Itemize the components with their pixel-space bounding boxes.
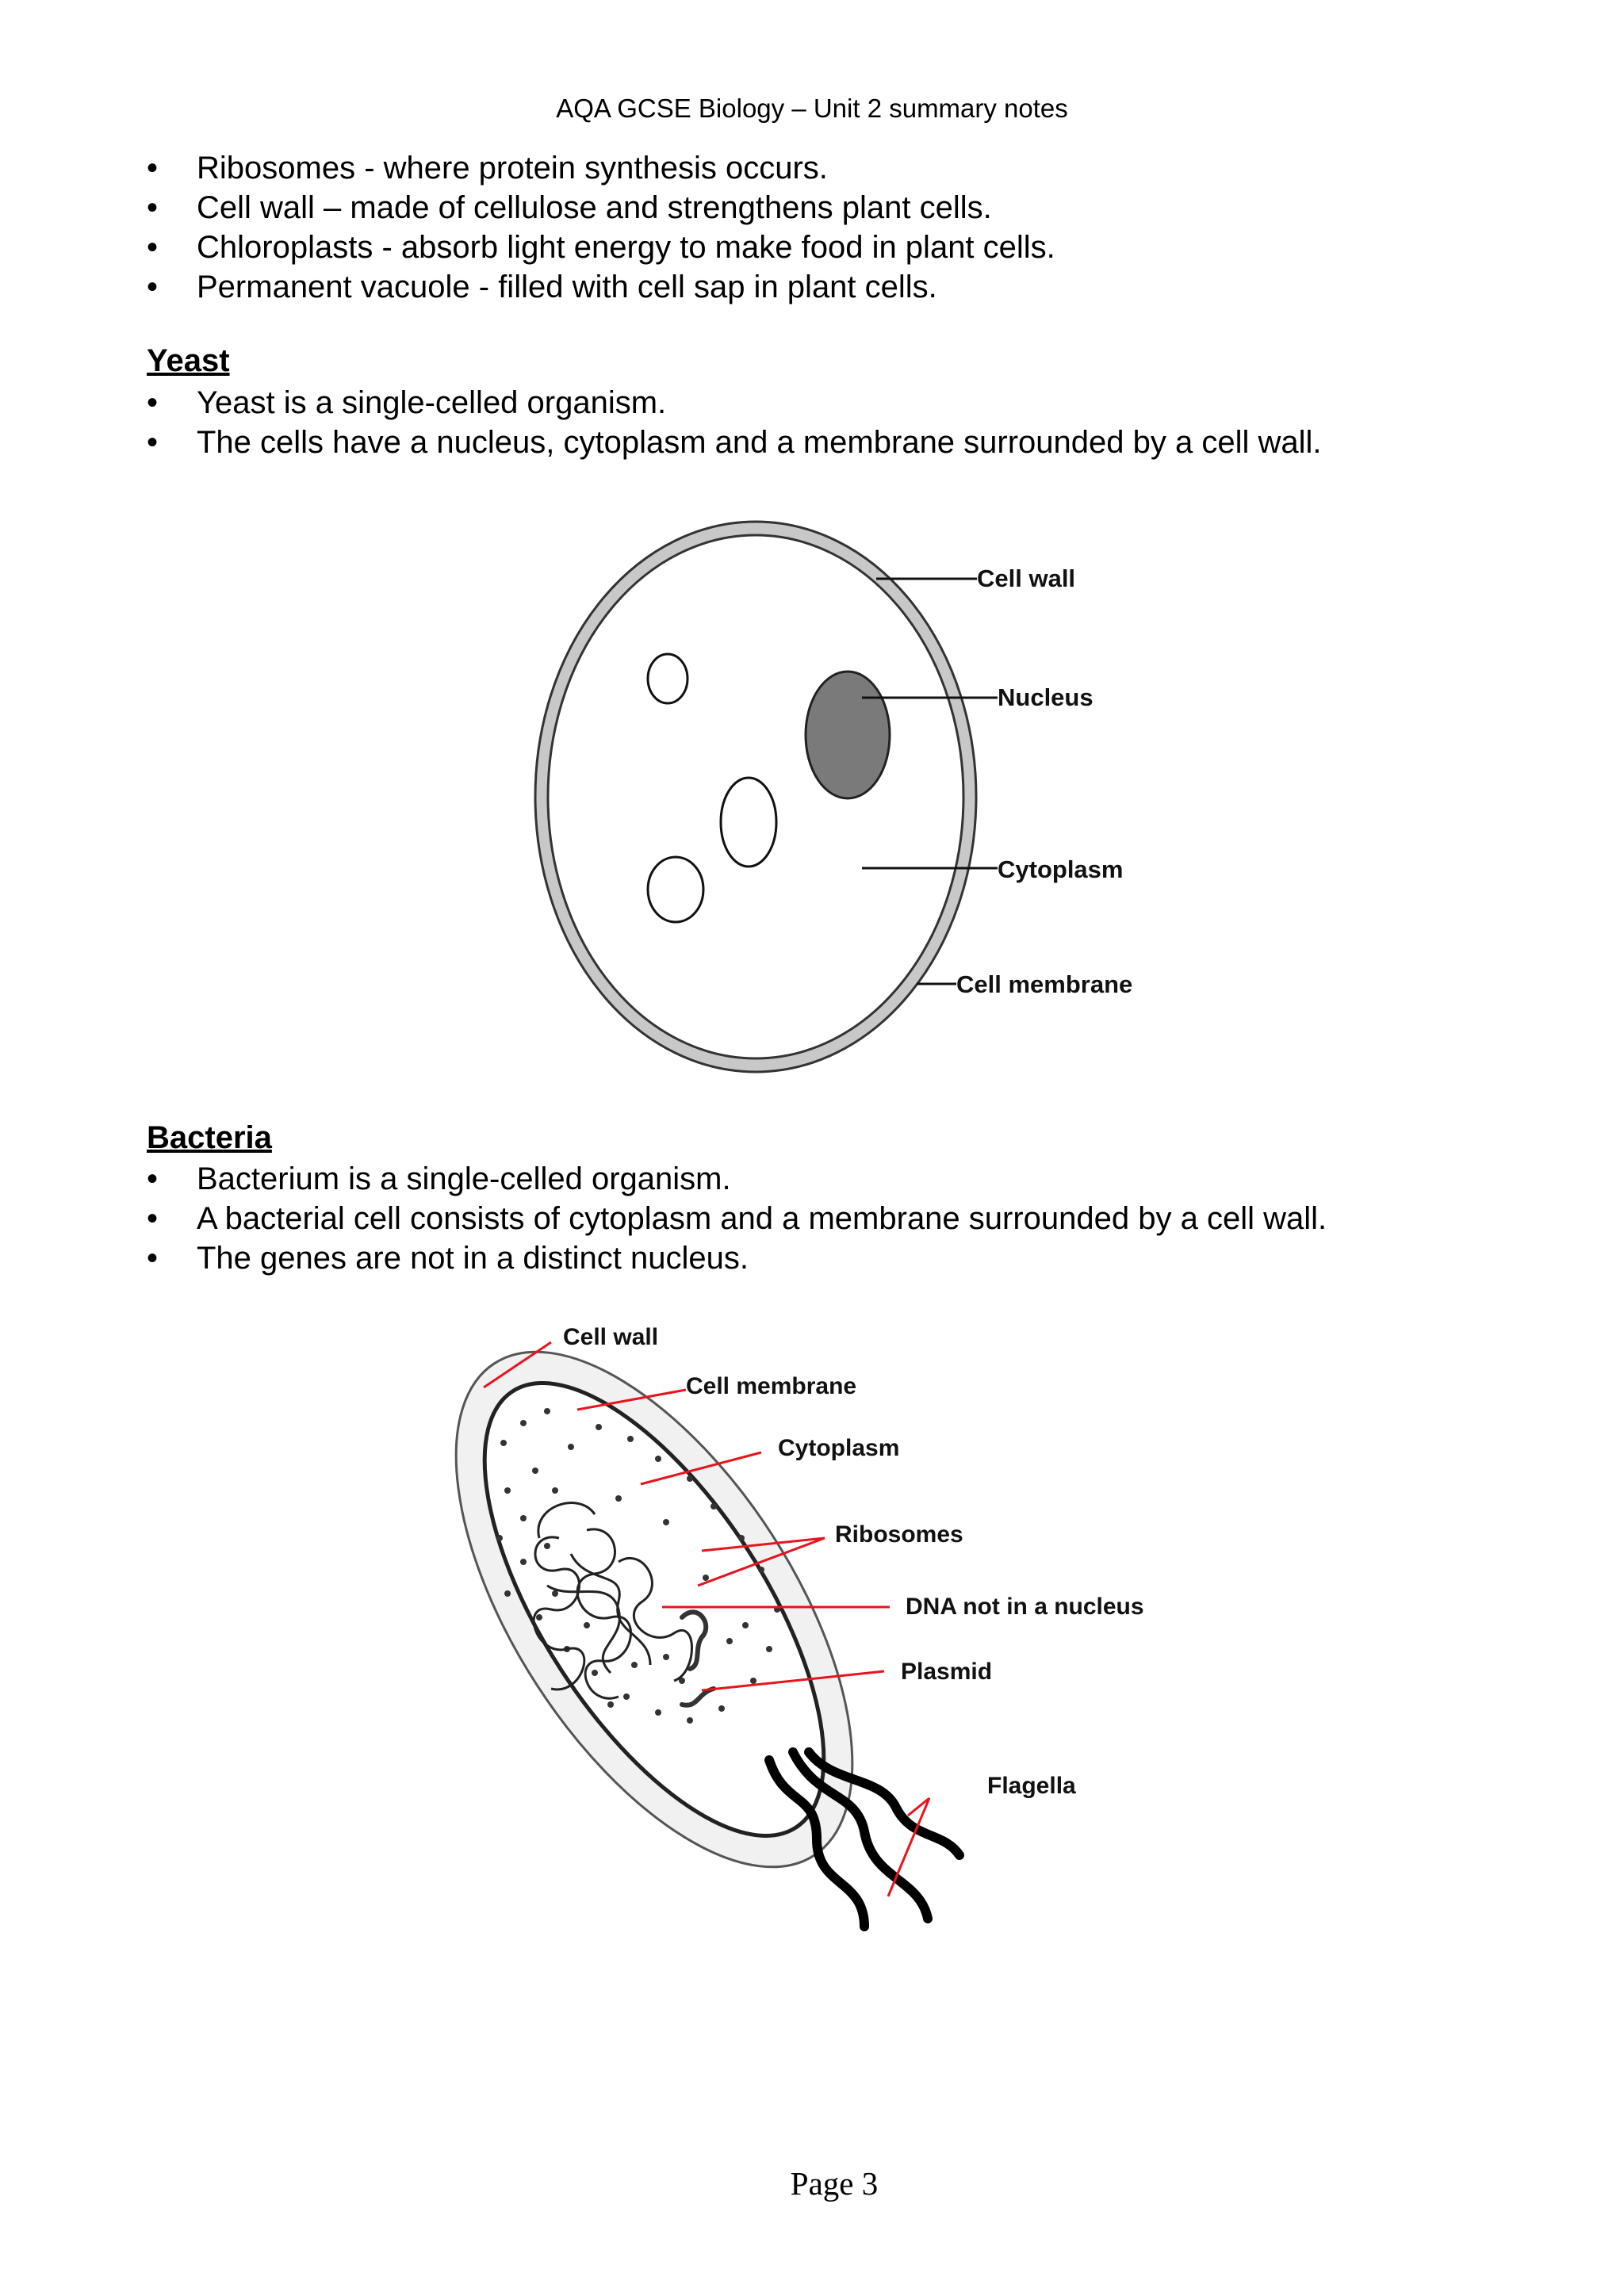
ribosome-dot [568, 1444, 574, 1450]
label-cytoplasm: Cytoplasm [778, 1435, 899, 1461]
yeast-vacuole [648, 857, 703, 922]
ribosome-dot [520, 1559, 527, 1565]
label-cytoplasm: Cytoplasm [998, 855, 1123, 883]
ribosome-dot [687, 1475, 693, 1482]
ribosome-dot [496, 1535, 503, 1541]
ribosome-dot [687, 1717, 693, 1724]
ribosome-dot [544, 1543, 550, 1549]
label-plasmid: Plasmid [901, 1659, 992, 1685]
ribosome-dot [703, 1575, 709, 1581]
label-cell-membrane: Cell membrane [956, 970, 1132, 998]
page-header: AQA GCSE Biology – Unit 2 summary notes [0, 94, 1624, 124]
yeast-vacuole [648, 654, 688, 703]
ribosome-dot [655, 1709, 661, 1716]
ribosome-dot [584, 1622, 590, 1628]
ribosome-dot [552, 1487, 558, 1494]
label-cell-membrane: Cell membrane [686, 1373, 856, 1399]
list-item: Yeast is a single-celled organism. [147, 383, 1322, 423]
yeast-heading: Yeast [147, 343, 230, 379]
ribosome-dot [607, 1701, 614, 1708]
ribosome-dot [536, 1614, 542, 1621]
ribosome-dot [592, 1670, 598, 1676]
label-cell-wall: Cell wall [563, 1324, 658, 1350]
label-flagella: Flagella [987, 1773, 1076, 1799]
list-item: Chloroplasts - absorb light energy to ma… [147, 228, 1055, 267]
list-item: Cell wall – made of cellulose and streng… [147, 188, 1055, 228]
label-nucleus: Nucleus [998, 683, 1094, 711]
ribosome-dot [500, 1440, 507, 1446]
ribosome-dot [520, 1420, 527, 1426]
label-ribosomes: Ribosomes [835, 1521, 963, 1548]
ribosome-dot [758, 1567, 764, 1573]
ribosome-dot [532, 1468, 538, 1474]
bacteria-bullet-list: Bacterium is a single-celled organism. A… [147, 1159, 1327, 1278]
ribosome-dot [738, 1535, 745, 1541]
bacterium-body [428, 1308, 931, 1931]
yeast-nucleus [806, 672, 890, 798]
ribosome-dot [631, 1662, 638, 1668]
ribosome-dot [766, 1646, 772, 1652]
ribosome-dot [655, 1456, 661, 1462]
list-item: The genes are not in a distinct nucleus. [147, 1238, 1327, 1278]
list-item: Permanent vacuole - filled with cell sap… [147, 267, 1055, 307]
label-cell-wall: Cell wall [977, 564, 1075, 592]
ribosome-dot [627, 1436, 634, 1442]
page-number: Page 3 [0, 2164, 1624, 2202]
ribosome-dot [742, 1622, 749, 1628]
label-dna: DNA not in a nucleus [906, 1594, 1144, 1620]
yeast-bullet-list: Yeast is a single-celled organism. The c… [147, 383, 1322, 462]
ribosome-dot [552, 1590, 558, 1597]
ribosome-dot [520, 1515, 527, 1521]
list-item: The cells have a nucleus, cytoplasm and … [147, 423, 1322, 462]
yeast-cell-diagram: Cell wall Nucleus Cytoplasm Cell membran… [508, 507, 1174, 1086]
ribosome-dot [750, 1678, 756, 1684]
yeast-vacuole [721, 778, 776, 867]
ribosome-dot [623, 1693, 630, 1700]
list-item: Ribosomes - where protein synthesis occu… [147, 148, 1055, 188]
list-item: A bacterial cell consists of cytoplasm a… [147, 1199, 1327, 1238]
ribosome-dot [663, 1519, 669, 1525]
ribosome-dot [615, 1495, 622, 1502]
intro-bullet-list: Ribosomes - where protein synthesis occu… [147, 148, 1055, 307]
bacteria-heading: Bacteria [147, 1120, 272, 1156]
ribosome-dot [726, 1638, 733, 1644]
bacterium-diagram: Cell wall Cell membrane Cytoplasm Riboso… [428, 1308, 1189, 2022]
ribosome-dot [596, 1424, 602, 1430]
ribosome-dot [504, 1487, 511, 1494]
list-item: Bacterium is a single-celled organism. [147, 1159, 1327, 1199]
ribosome-dot [663, 1654, 669, 1660]
ribosome-dot [718, 1705, 725, 1712]
ribosome-dot [710, 1503, 717, 1510]
ribosome-dot [504, 1590, 511, 1597]
ribosome-dot [544, 1408, 550, 1414]
